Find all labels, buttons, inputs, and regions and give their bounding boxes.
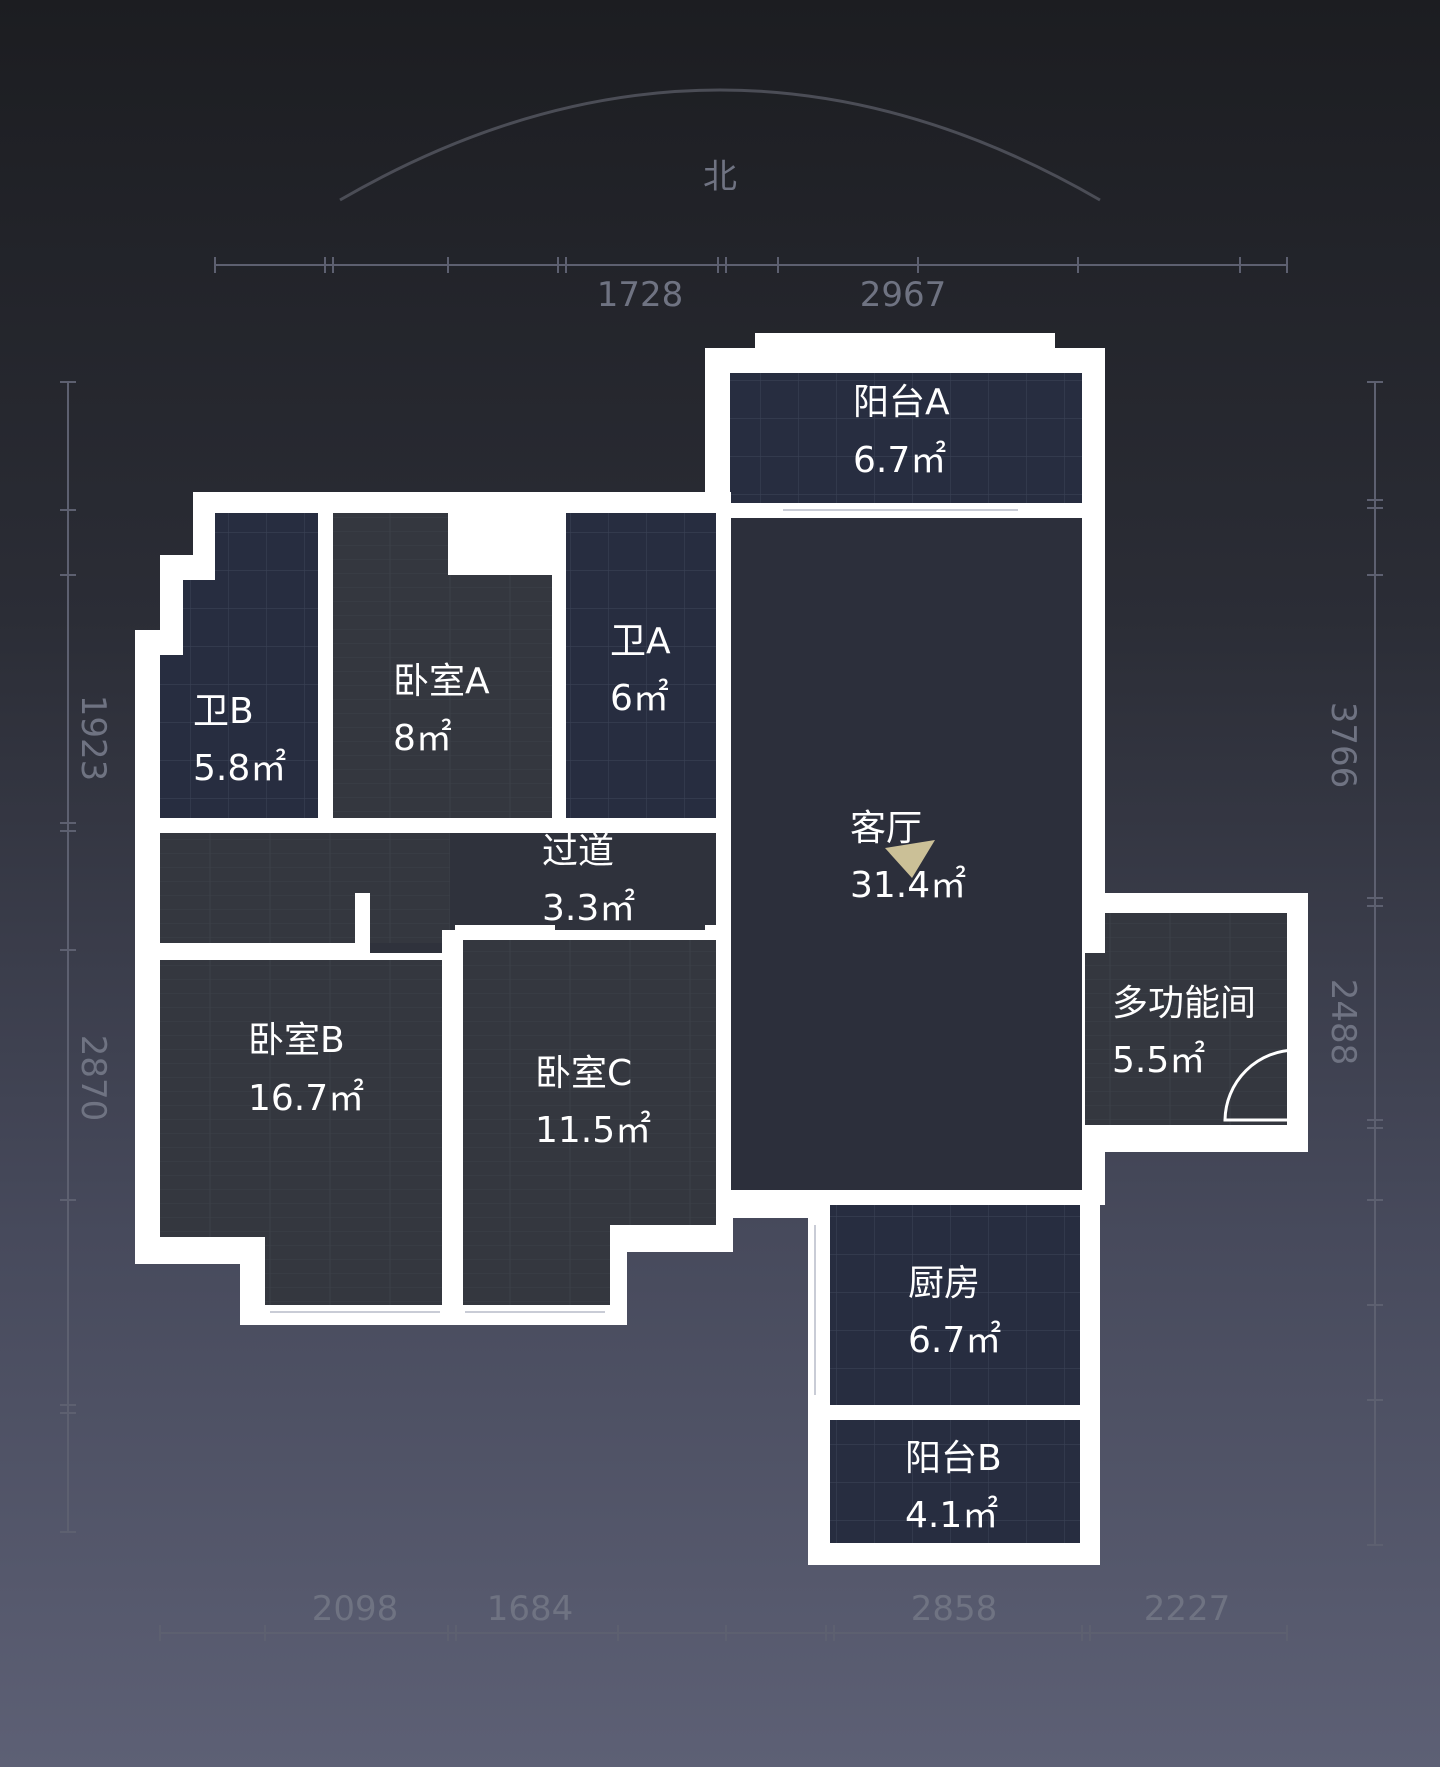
room-multi-room[interactable]: 多功能间 5.5㎡ [1112, 983, 1256, 1081]
floor-closet [160, 833, 450, 943]
room-bedroom-a[interactable]: 卧室A 8㎡ [393, 661, 490, 759]
inner-walls [160, 492, 1105, 1420]
room-labels: 阳台A 6.7㎡ 卫B 5.8㎡ 卧室A 8㎡ 卫A 6㎡ 过道 3.3㎡ 客厅… [193, 382, 1256, 1536]
compass: 北 [339, 88, 1101, 202]
north-label: 北 [703, 157, 737, 197]
dim-top-2: 2967 [860, 275, 947, 315]
dim-left-2: 2870 [73, 1035, 113, 1122]
room-area: 31.4㎡ [850, 864, 966, 906]
room-floors [160, 373, 1287, 1543]
room-living-room[interactable]: 客厅 31.4㎡ [850, 808, 966, 906]
room-area: 3.3㎡ [542, 887, 635, 929]
floor-bathroom-b [160, 513, 318, 818]
dimension-lines: 1728 2967 2098 1684 2858 2227 [60, 257, 1383, 1641]
dim-left-1: 1923 [73, 695, 113, 782]
room-name: 厨房 [908, 1263, 980, 1304]
room-area: 4.1㎡ [905, 1494, 998, 1536]
room-balcony-b[interactable]: 阳台B 4.1㎡ [905, 1438, 1002, 1536]
left-ticks [60, 381, 76, 1533]
room-name: 过道 [542, 831, 614, 872]
room-name: 卧室B [248, 1020, 345, 1061]
compass-arc [339, 88, 1101, 202]
top-ticks [214, 257, 1288, 273]
floor-balcony-b [830, 1420, 1080, 1543]
room-name: 客厅 [850, 808, 922, 849]
room-area: 6.7㎡ [853, 439, 946, 481]
room-area: 5.8㎡ [193, 747, 286, 789]
room-bedroom-c[interactable]: 卧室C 11.5㎡ [535, 1053, 651, 1151]
dim-bottom-3: 2858 [911, 1589, 998, 1629]
bottom-ticks [159, 1625, 1288, 1641]
room-hallway[interactable]: 过道 3.3㎡ [542, 831, 635, 929]
floor-kitchen [830, 1205, 1080, 1405]
dim-bottom-4: 2227 [1144, 1589, 1231, 1629]
room-area: 5.5㎡ [1112, 1039, 1205, 1081]
room-area: 6.7㎡ [908, 1319, 1001, 1361]
room-balcony-a[interactable]: 阳台A 6.7㎡ [853, 382, 950, 481]
room-kitchen[interactable]: 厨房 6.7㎡ [908, 1263, 1001, 1361]
right-ticks [1367, 381, 1383, 1546]
dim-right-2: 2488 [1323, 979, 1363, 1066]
room-area: 8㎡ [393, 717, 452, 759]
room-area: 11.5㎡ [535, 1109, 651, 1151]
door-swing [1223, 1048, 1298, 1122]
dim-bottom-1: 2098 [312, 1589, 399, 1629]
viewpoint-marker [885, 840, 935, 878]
room-bedroom-b[interactable]: 卧室B 16.7㎡ [248, 1020, 364, 1119]
floor-bedroom-a [333, 513, 552, 818]
dim-top-1: 1728 [597, 275, 684, 315]
room-name: 卧室A [393, 661, 490, 702]
room-name: 阳台A [853, 382, 950, 423]
dim-bottom-2: 1684 [487, 1589, 574, 1629]
room-bathroom-a[interactable]: 卫A 6㎡ [610, 621, 671, 719]
room-area: 16.7㎡ [248, 1077, 364, 1119]
room-name: 卫B [193, 691, 254, 732]
room-name: 卫A [610, 621, 671, 662]
dim-right-1: 3766 [1323, 702, 1363, 789]
room-area: 6㎡ [610, 677, 669, 719]
room-name: 多功能间 [1112, 983, 1256, 1024]
windows [270, 509, 1018, 1395]
room-name: 卧室C [535, 1053, 632, 1094]
floor-bedroom-b [160, 960, 442, 1305]
floor-multi-room [1085, 913, 1287, 1125]
floor-bathroom-a [566, 513, 716, 818]
room-bathroom-b[interactable]: 卫B 5.8㎡ [193, 691, 286, 789]
room-name: 阳台B [905, 1438, 1002, 1479]
floor-balcony-a [730, 373, 1082, 503]
floor-bedroom-c [463, 940, 716, 1305]
